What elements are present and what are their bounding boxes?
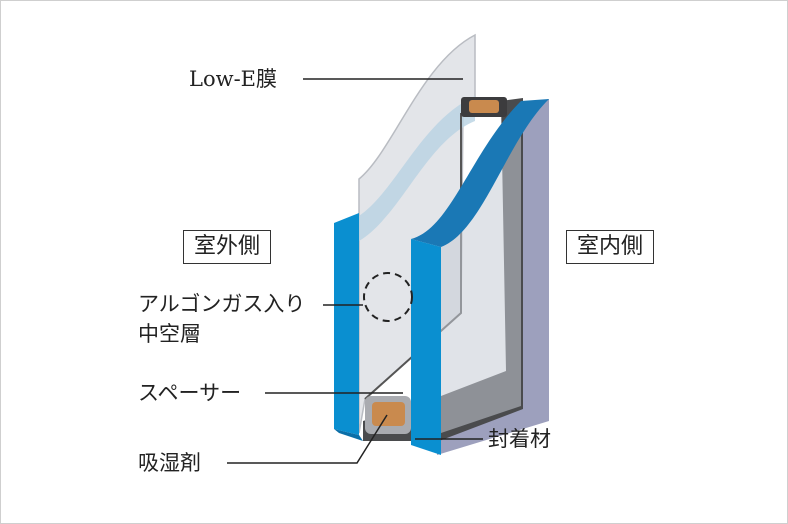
low-e-coating (359, 96, 475, 241)
label-low-e: Low-E膜 (189, 67, 277, 91)
outdoor-pane-bottom (334, 429, 363, 441)
label-argon-line1: アルゴンガス入り (138, 292, 306, 316)
label-outdoor-side: 室外側 (183, 230, 272, 264)
label-sealant: 封着材 (488, 427, 551, 451)
indoor-pane-top-edge (411, 99, 549, 247)
leader-desiccant (227, 414, 388, 464)
indoor-pane-face (441, 105, 521, 433)
label-indoor-side: 室内側 (566, 230, 655, 264)
indoor-pane-edge (411, 239, 441, 455)
argon-gas-marker (363, 272, 413, 322)
top-desiccant (469, 100, 499, 113)
outdoor-pane-edge (334, 213, 359, 435)
bottom-desiccant (372, 402, 405, 426)
label-spacer: スペーサー (138, 381, 242, 405)
label-argon-line2: 中空層 (138, 322, 201, 346)
label-desiccant: 吸湿剤 (138, 451, 201, 475)
